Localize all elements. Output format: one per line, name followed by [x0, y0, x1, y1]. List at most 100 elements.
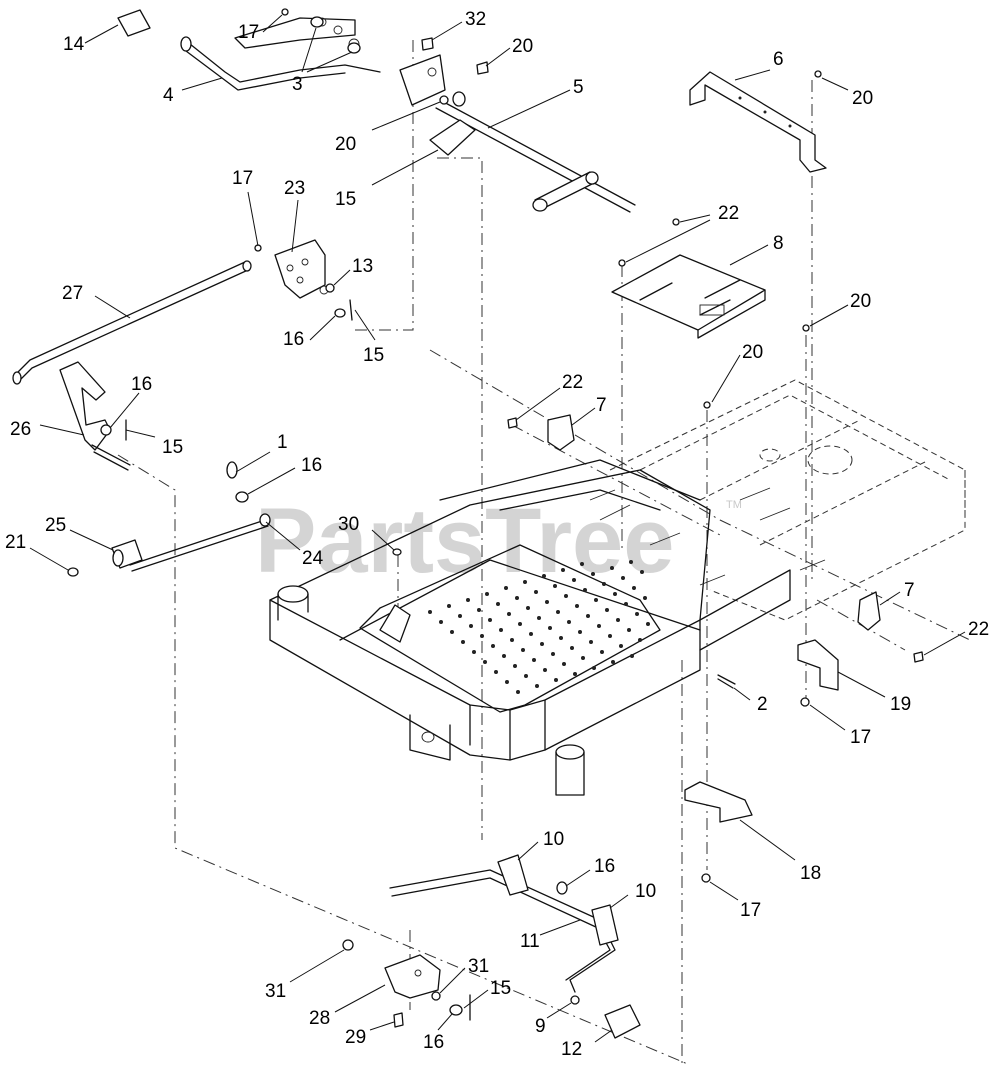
callout-20c: 20	[852, 88, 873, 109]
floor-plate-hole	[616, 618, 620, 622]
callout-14: 14	[63, 34, 85, 55]
floor-plate-hole	[638, 638, 642, 642]
floor-plate-hole	[613, 592, 617, 596]
callout-15c: 15	[162, 437, 183, 458]
callout-20b: 20	[335, 134, 356, 155]
leader-lines	[29, 14, 966, 1043]
floor-plate-hole	[466, 598, 470, 602]
floor-plate-hole	[553, 584, 557, 588]
floor-plate-hole	[534, 590, 538, 594]
floor-plate-hole	[540, 642, 544, 646]
floor-plate-hole	[624, 602, 628, 606]
callout-18: 18	[800, 863, 821, 884]
callout-16b: 16	[131, 374, 152, 395]
floor-plate-hole	[532, 658, 536, 662]
floor-plate-hole	[556, 610, 560, 614]
callout-16c: 16	[301, 455, 322, 476]
callout-22c: 22	[968, 619, 989, 640]
main-frame	[269, 379, 966, 796]
floor-plate-hole	[428, 610, 432, 614]
callout-15b: 15	[363, 345, 384, 366]
floor-plate-hole	[483, 660, 487, 664]
floor-plate-hole	[621, 576, 625, 580]
floor-plate-hole	[491, 644, 495, 648]
callout-22a: 22	[718, 203, 739, 224]
floor-plate-hole	[591, 572, 595, 576]
callout-31b: 31	[468, 956, 489, 977]
floor-plate-hole	[567, 620, 571, 624]
floor-plate-hole	[548, 626, 552, 630]
floor-plate-hole	[646, 622, 650, 626]
callout-4: 4	[163, 85, 174, 106]
floor-plate-hole	[559, 636, 563, 640]
part-8-plate	[611, 254, 766, 339]
floor-plate-hole	[632, 586, 636, 590]
part-28-bracket	[384, 954, 441, 999]
floor-plate-hole	[529, 632, 533, 636]
floor-plate-hole	[580, 562, 584, 566]
callout-27: 27	[62, 283, 83, 304]
floor-plate-hole	[562, 662, 566, 666]
callout-19: 19	[890, 694, 911, 715]
callout-16a: 16	[283, 329, 304, 350]
floor-plate-hole	[458, 614, 462, 618]
floor-plate-hole	[583, 588, 587, 592]
floor-plate-hole	[581, 656, 585, 660]
callout-17d: 17	[740, 900, 761, 921]
floor-plate-hole	[521, 648, 525, 652]
floor-plate-hole	[575, 604, 579, 608]
part-11-pedal-rod	[389, 854, 641, 1039]
callout-1: 1	[277, 432, 288, 453]
floor-plate-hole	[611, 660, 615, 664]
floor-plate-hole	[551, 652, 555, 656]
floor-plate-hole	[640, 570, 644, 574]
callout-32: 32	[465, 9, 486, 30]
floor-plate-hole	[499, 628, 503, 632]
floor-plate-hole	[518, 622, 522, 626]
floor-plate-hole	[485, 592, 489, 596]
callout-17b: 17	[232, 168, 253, 189]
part-6-bracket	[689, 71, 827, 173]
floor-plate-hole	[502, 654, 506, 658]
floor-plate-hole	[635, 612, 639, 616]
floor-plate-hole	[578, 630, 582, 634]
callout-29: 29	[345, 1027, 366, 1048]
callout-16e: 16	[423, 1032, 444, 1053]
floor-plate-hole	[524, 674, 528, 678]
floor-plate-hole	[450, 630, 454, 634]
callout-10b: 10	[635, 881, 656, 902]
floor-plate-hole	[543, 668, 547, 672]
callout-20d: 20	[850, 291, 871, 312]
floor-plate-hole	[515, 596, 519, 600]
callout-6: 6	[773, 49, 784, 70]
part-18-bracket	[684, 781, 753, 823]
callout-8: 8	[773, 233, 784, 254]
floor-plate-hole	[564, 594, 568, 598]
floor-plate-hole	[542, 574, 546, 578]
floor-plate-hole	[516, 690, 520, 694]
callout-labels: 14 4 17 3 32 20 5 20 15 6 20 22 8 17 23 …	[5, 9, 989, 1060]
floor-plate-hole	[477, 608, 481, 612]
floor-plate-hole	[600, 650, 604, 654]
floor-plate-hole	[594, 598, 598, 602]
floor-plate-hole	[572, 578, 576, 582]
floor-plate-hole	[447, 604, 451, 608]
callout-30: 30	[338, 514, 359, 535]
part-23-bracket	[274, 239, 329, 299]
floor-plate-hole	[461, 640, 465, 644]
part-19-bracket	[797, 639, 839, 691]
floor-plate-hole	[573, 672, 577, 676]
floor-plate-hole	[570, 646, 574, 650]
floor-plate-holes	[428, 560, 650, 694]
floor-plate-hole	[537, 616, 541, 620]
floor-plate-hole	[523, 580, 527, 584]
floor-plate-hole	[627, 628, 631, 632]
callout-16d: 16	[594, 856, 615, 877]
floor-plate-hole	[597, 624, 601, 628]
floor-plate-hole	[586, 614, 590, 618]
floor-plate-hole	[510, 638, 514, 642]
callout-23: 23	[284, 178, 305, 199]
part-7-clips	[547, 414, 881, 631]
callout-11: 11	[520, 931, 540, 952]
